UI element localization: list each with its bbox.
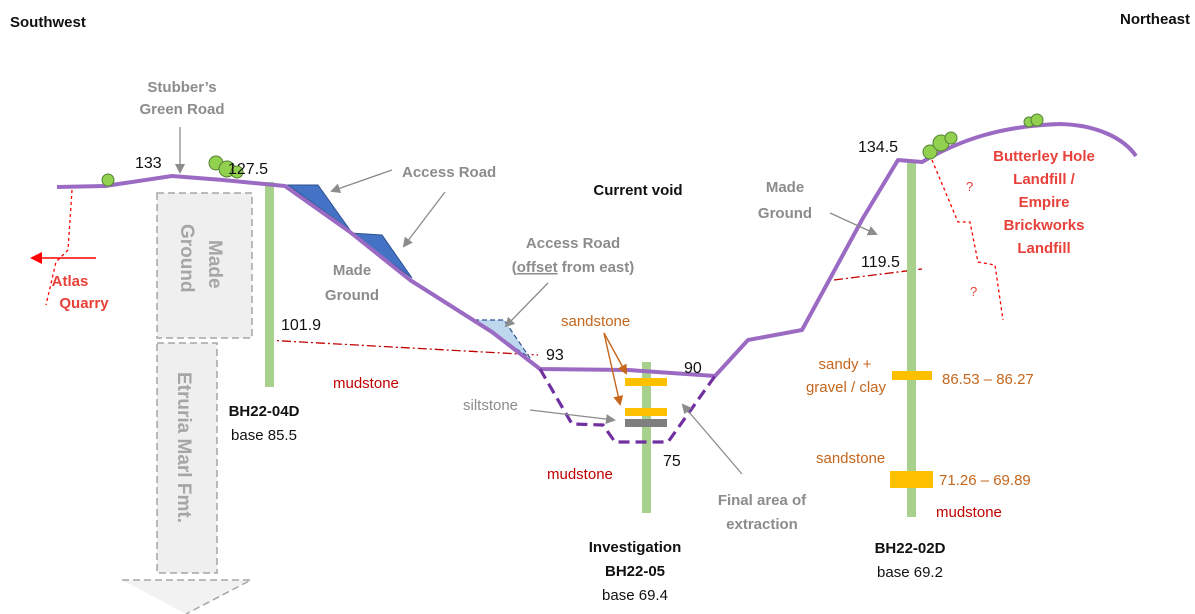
sandstone-band-upper xyxy=(625,378,667,386)
bh22-02d-base: base 69.2 xyxy=(877,564,943,581)
elevation-75: 75 xyxy=(663,453,681,470)
sandstone-band-lower xyxy=(625,408,667,416)
sandstone-center: sandstone xyxy=(561,313,630,330)
quarry-boundary xyxy=(45,189,73,306)
offset-road-prefix: ( xyxy=(512,259,517,276)
siltstone-band xyxy=(625,419,667,427)
butterley-label-4: Brickworks xyxy=(1004,217,1085,234)
final-area-label-2: extraction xyxy=(726,516,798,533)
made-ground-column xyxy=(156,192,253,339)
elevation-133: 133 xyxy=(135,155,162,172)
sandstone-arrow-1 xyxy=(603,332,627,375)
borehole-bh22-04d xyxy=(265,182,274,387)
sandy-label-2: gravel / clay xyxy=(806,379,887,396)
offset-road-label-2: (offset from east) xyxy=(512,259,635,276)
downward-arrow xyxy=(122,579,252,614)
stubbers-label-1: Stubber’s xyxy=(147,79,216,96)
offset-road-suffix: from east) xyxy=(558,259,635,276)
made-ground-center-1: Made xyxy=(333,262,371,279)
tree-icon xyxy=(101,173,115,187)
bh22-05-title: Investigation xyxy=(589,539,682,556)
stubbers-label-2: Green Road xyxy=(139,101,224,118)
landfill-boundary xyxy=(931,159,1004,321)
current-void-label: Current void xyxy=(593,182,682,199)
sandy-label-1: sandy + xyxy=(819,356,872,373)
elevation-101-9: 101.9 xyxy=(281,317,321,334)
range-upper: 86.53 – 86.27 xyxy=(942,371,1034,388)
tree-icon xyxy=(208,155,244,179)
butterley-label-5: Landfill xyxy=(1017,240,1070,257)
sandstone-band-right xyxy=(890,471,933,488)
bh22-04d-base: base 85.5 xyxy=(231,427,297,444)
offset-road-underlined: offset xyxy=(517,259,558,276)
atlas-label-2: Quarry xyxy=(59,295,109,312)
butterley-label-1: Butterley Hole xyxy=(993,148,1095,165)
elevation-127-5: 127.5 xyxy=(228,161,268,178)
siltstone-label: siltstone xyxy=(463,397,518,414)
offset-road-arrow xyxy=(504,282,549,328)
elevation-90: 90 xyxy=(684,360,702,377)
tree-icon xyxy=(1023,113,1044,128)
bh22-05-name: BH22-05 xyxy=(605,563,665,580)
bh22-02d-name: BH22-02D xyxy=(875,540,946,557)
sandstone-arrow-2 xyxy=(603,332,624,406)
direction-northeast: Northeast xyxy=(1120,11,1190,28)
etruria-marl-column xyxy=(156,342,218,574)
siltstone-arrow xyxy=(529,409,616,425)
question-mark-1: ? xyxy=(966,179,973,194)
offset-road-label-1: Access Road xyxy=(526,235,620,252)
made-ground-center-2: Ground xyxy=(325,287,379,304)
direction-southwest: Southwest xyxy=(10,14,86,31)
borehole-bh22-02d xyxy=(907,160,916,517)
borehole-bh22-05 xyxy=(642,362,651,513)
final-area-label-1: Final area of xyxy=(718,492,807,509)
sandstone-right: sandstone xyxy=(816,450,885,467)
final-area-arrow xyxy=(681,403,743,475)
butterley-label-2: Landfill / xyxy=(1013,171,1075,188)
made-ground-right-2: Ground xyxy=(758,205,812,222)
tree-icon xyxy=(922,131,958,160)
elevation-93: 93 xyxy=(546,347,564,364)
ground-profile xyxy=(56,122,1138,378)
mudstone-left: mudstone xyxy=(333,375,399,392)
mudstone-right: mudstone xyxy=(936,504,1002,521)
sandy-gravel-band xyxy=(892,371,932,380)
range-lower: 71.26 – 69.89 xyxy=(939,472,1031,489)
access-road-label: Access Road xyxy=(402,164,496,181)
atlas-label-1: Atlas xyxy=(52,273,89,290)
contact-line-left xyxy=(264,339,539,356)
access-road-arrow-1 xyxy=(330,169,393,194)
elevation-119-5: 119.5 xyxy=(861,254,900,271)
made-ground-right-arrow xyxy=(829,212,878,236)
elevation-134-5: 134.5 xyxy=(858,139,898,156)
etruria-marl-label: Etruria Marl Fmt. xyxy=(173,372,194,523)
made-ground-vertical-label-2: Ground xyxy=(176,224,197,293)
made-ground-right-1: Made xyxy=(766,179,804,196)
question-mark-2: ? xyxy=(970,284,977,299)
bh22-04d-name: BH22-04D xyxy=(229,403,300,420)
made-ground-vertical-label-1: Made xyxy=(204,240,225,289)
butterley-label-3: Empire xyxy=(1019,194,1070,211)
bh22-05-base: base 69.4 xyxy=(602,587,668,604)
access-road-arrow-2 xyxy=(402,191,446,248)
mudstone-center: mudstone xyxy=(547,466,613,483)
